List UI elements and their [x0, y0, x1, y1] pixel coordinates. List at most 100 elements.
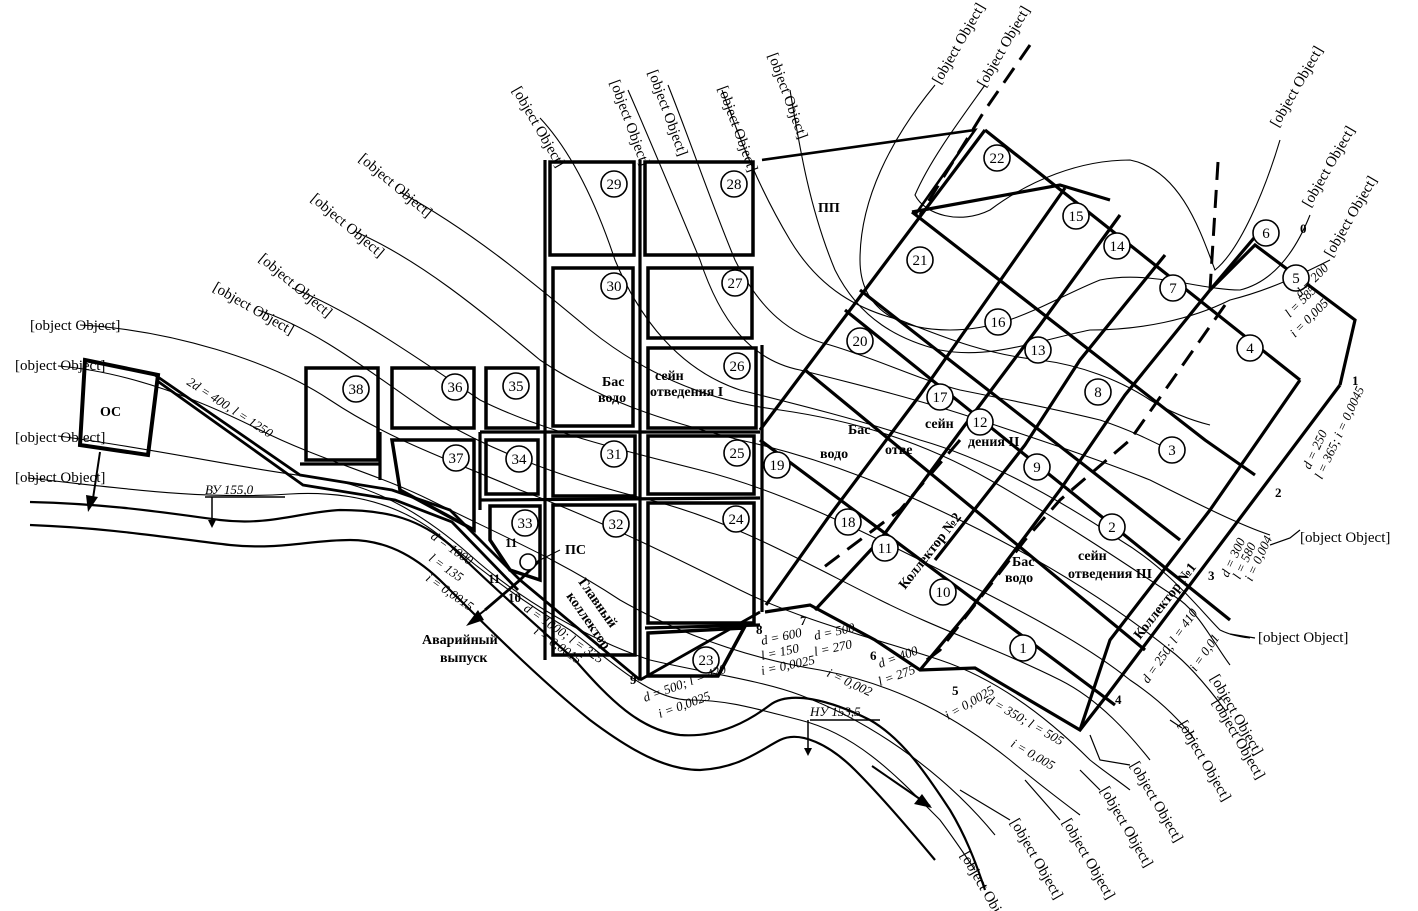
high-water-level-label: ВУ 155,0 — [205, 482, 254, 497]
basin-1-label: отведения I — [650, 385, 723, 400]
contour-169 — [914, 84, 1281, 271]
basin-3-label: водо — [1005, 571, 1033, 586]
block-29[interactable]: 29 — [600, 170, 628, 198]
basin-1-label: сейн — [655, 369, 684, 384]
basin-1-label: Бас — [602, 375, 624, 390]
svg-text:31: 31 — [607, 447, 622, 463]
block-10[interactable]: 10 — [929, 578, 957, 606]
block-11[interactable]: 11 — [871, 534, 899, 562]
block-38[interactable]: 38 — [342, 375, 370, 403]
block-7[interactable]: 7 — [1159, 274, 1187, 302]
block-17[interactable]: 17 — [926, 383, 954, 411]
svg-text:36: 36 — [448, 380, 464, 396]
block-35[interactable]: 35 — [502, 372, 530, 400]
block-5[interactable]: 5 — [1282, 264, 1310, 292]
pump-station-icon — [519, 553, 537, 571]
basin-2-label: водо — [820, 447, 848, 462]
river-bank-north — [29, 500, 987, 891]
svg-text:20: 20 — [853, 334, 868, 350]
contour-156 — [57, 435, 996, 836]
block-33[interactable]: 33 — [511, 509, 539, 537]
contour-167 — [789, 89, 1331, 354]
svg-text:33: 33 — [518, 516, 533, 532]
block-23[interactable]: 23 — [692, 646, 720, 674]
block-3[interactable]: 3 — [1158, 436, 1186, 464]
block-13[interactable]: 13 — [1024, 336, 1052, 364]
block-9[interactable]: 9 — [1023, 453, 1051, 481]
block-30[interactable]: 30 — [600, 272, 628, 300]
block-18[interactable]: 18 — [834, 508, 862, 536]
svg-text:14: 14 — [1110, 239, 1126, 255]
block-16[interactable]: 16 — [984, 308, 1012, 336]
svg-text:9: 9 — [1033, 460, 1041, 476]
svg-text:21: 21 — [913, 253, 928, 269]
block-outline-35 — [484, 366, 540, 430]
block-4[interactable]: 4 — [1236, 334, 1264, 362]
node-9: 9 — [630, 672, 637, 687]
block-outline-32 — [551, 503, 637, 657]
block-6[interactable]: 6 — [1252, 219, 1280, 247]
contour-155 — [27, 477, 976, 871]
svg-text:5: 5 — [1292, 271, 1300, 287]
node-4: 4 — [1115, 692, 1122, 707]
streets-west — [300, 160, 764, 680]
svg-text:2: 2 — [1108, 520, 1116, 536]
block-36[interactable]: 36 — [441, 373, 469, 401]
block-24[interactable]: 24 — [722, 505, 750, 533]
node-7: 7 — [800, 613, 807, 628]
contour-164 — [627, 89, 1271, 536]
node-11b: 11 — [505, 535, 517, 550]
contour-label: [object Object] — [764, 51, 810, 141]
node-5: 5 — [952, 683, 959, 698]
block-2[interactable]: 2 — [1098, 513, 1126, 541]
block-34[interactable]: 34 — [505, 445, 533, 473]
contour-label: [object Object] — [355, 151, 435, 221]
block-31[interactable]: 31 — [600, 440, 628, 468]
node-8: 8 — [756, 622, 763, 637]
svg-text:26: 26 — [730, 359, 746, 375]
svg-text:27: 27 — [728, 276, 744, 292]
block-14[interactable]: 14 — [1103, 232, 1131, 260]
svg-text:37: 37 — [449, 451, 465, 467]
node-1: 1 — [1352, 373, 1359, 388]
block-28[interactable]: 28 — [720, 170, 748, 198]
block-12[interactable]: 12 — [966, 408, 994, 436]
block-outline-26 — [646, 346, 758, 430]
basin-2-label: дения II — [968, 435, 1019, 450]
pipe-label: i = 0,01 — [1186, 631, 1222, 674]
block-19[interactable]: 19 — [763, 451, 791, 479]
block-outline-29 — [548, 160, 636, 257]
block-8[interactable]: 8 — [1084, 378, 1112, 406]
block-outline-38 — [304, 366, 380, 462]
pump-station-label: ПС — [565, 543, 586, 558]
block-21[interactable]: 21 — [906, 246, 934, 274]
svg-text:38: 38 — [349, 382, 364, 398]
block-outline-31 — [551, 434, 637, 498]
block-32[interactable]: 32 — [602, 510, 630, 538]
basin-3-label: отведения III — [1068, 567, 1152, 582]
contour-label: [object Object] — [307, 191, 387, 261]
block-20[interactable]: 20 — [846, 327, 874, 355]
block-27[interactable]: 27 — [721, 269, 749, 297]
svg-text:30: 30 — [607, 279, 622, 295]
basin-2-label: сейн — [925, 417, 954, 432]
svg-text:35: 35 — [509, 379, 524, 395]
block-37[interactable]: 37 — [442, 444, 470, 472]
svg-text:24: 24 — [729, 512, 745, 528]
contour-158 — [79, 324, 1131, 791]
contour-162 — [399, 191, 1231, 666]
svg-text:15: 15 — [1069, 209, 1084, 225]
contour-163 — [539, 117, 1251, 639]
block-26[interactable]: 26 — [723, 352, 751, 380]
block-1[interactable]: 1 — [1009, 634, 1037, 662]
node-11a: 11 — [488, 571, 500, 586]
block-outline-37 — [389, 438, 476, 533]
block-22[interactable]: 22 — [983, 144, 1011, 172]
block-25[interactable]: 25 — [723, 439, 751, 467]
blocks-east — [758, 128, 1357, 733]
block-15[interactable]: 15 — [1062, 202, 1090, 230]
river-flow-arrow — [871, 765, 932, 808]
low-water-level-label: НУ 153,5 — [809, 704, 861, 719]
block-outline-27 — [646, 266, 754, 340]
